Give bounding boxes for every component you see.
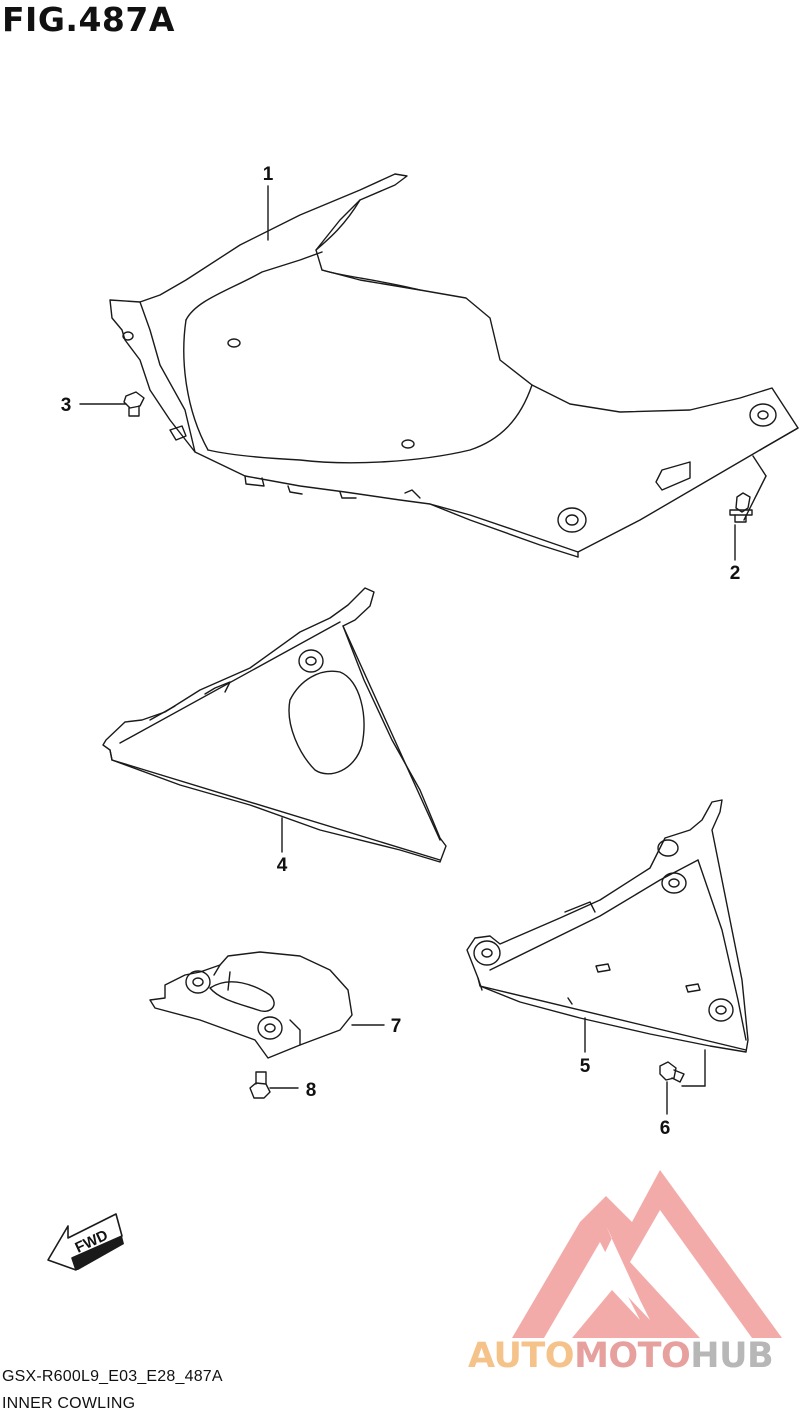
callout-8: 8 bbox=[306, 1080, 317, 1101]
watermark-text-auto: AUTO bbox=[468, 1336, 575, 1376]
callout-4: 4 bbox=[277, 855, 288, 876]
watermark-text: AUTOMOTOHUB bbox=[468, 1336, 774, 1376]
watermark-text-hub: HUB bbox=[690, 1336, 774, 1376]
fwd-arrow-icon: FWD bbox=[47, 1213, 124, 1271]
leader-lines bbox=[79, 185, 736, 1115]
watermark-logo-icon bbox=[512, 1170, 782, 1338]
callout-6: 6 bbox=[660, 1118, 671, 1139]
part-6-clip bbox=[659, 1049, 706, 1087]
model-code: GSX-R600L9_E03_E28_487A bbox=[2, 1368, 223, 1385]
callout-1: 1 bbox=[263, 164, 274, 185]
callout-3: 3 bbox=[61, 395, 72, 416]
part-1-inner-cowling bbox=[109, 173, 799, 558]
callout-5: 5 bbox=[580, 1056, 591, 1077]
watermark-text-moto: MOTO bbox=[574, 1336, 691, 1376]
callout-7: 7 bbox=[391, 1016, 402, 1037]
callout-2: 2 bbox=[730, 563, 741, 584]
part-2-rivet bbox=[729, 455, 767, 523]
part-7-bracket bbox=[149, 951, 353, 1059]
part-8-bolt bbox=[249, 1071, 271, 1099]
figure-title: FIG.487A bbox=[2, 0, 175, 39]
section-name: INNER COWLING bbox=[2, 1395, 136, 1412]
part-4-inner-panel bbox=[102, 587, 447, 863]
part-3-screw bbox=[123, 391, 145, 417]
part-5-inner-panel bbox=[466, 799, 749, 1053]
